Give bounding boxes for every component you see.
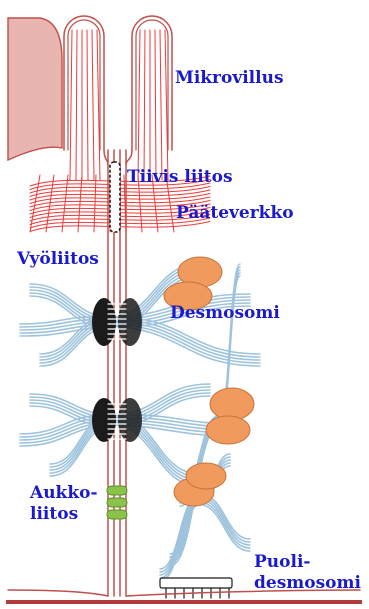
- actin-strand: [160, 30, 162, 180]
- label-adherens-junction: Vyöliitos: [17, 250, 99, 269]
- desmosome-blob: [186, 463, 226, 489]
- label-hemidesmosome-line2: desmosomi: [254, 574, 361, 593]
- label-gap-junction-line1: Aukko-: [30, 484, 98, 503]
- gap-junction-connexons: [107, 486, 127, 519]
- tight-junction-strands: [110, 162, 120, 232]
- actin-strand: [144, 30, 145, 180]
- basal-lamina: [6, 600, 362, 604]
- actin-strand: [92, 30, 94, 180]
- keratin-fan-basal: [160, 500, 200, 575]
- terminal-web-fibre-diagonal: [62, 175, 68, 232]
- left-cell-apex: [8, 18, 62, 160]
- label-tight-junction: Tiivis liitos: [127, 168, 233, 187]
- label-terminal-web: Pääteverkko: [176, 204, 294, 223]
- actin-strand: [155, 30, 156, 180]
- junction-plaques: [92, 162, 142, 442]
- membrane-curve-right: [126, 150, 132, 164]
- basal-lamina-line: [6, 600, 362, 604]
- connexon: [107, 498, 127, 507]
- actin-strand: [70, 30, 72, 180]
- label-desmosome: Desmosomi: [170, 304, 280, 323]
- label-gap-junction-line2: liitos: [30, 505, 78, 524]
- connexon: [107, 510, 127, 519]
- basal-membrane-left: [8, 590, 108, 596]
- label-hemidesmosome-line1: Puoli-: [254, 553, 310, 572]
- actin-strand: [87, 30, 88, 180]
- microvillus-2-inner: [136, 20, 168, 150]
- label-microvillus: Mikrovillus: [175, 69, 284, 88]
- desmosome-blob: [206, 416, 250, 444]
- microvillus-1-inner: [68, 20, 100, 150]
- actin-strand: [76, 30, 77, 180]
- desmosome-blob: [210, 388, 254, 420]
- actin-strand: [138, 30, 140, 180]
- hemidesmosome-plaque: [160, 578, 232, 588]
- connexon: [107, 486, 127, 495]
